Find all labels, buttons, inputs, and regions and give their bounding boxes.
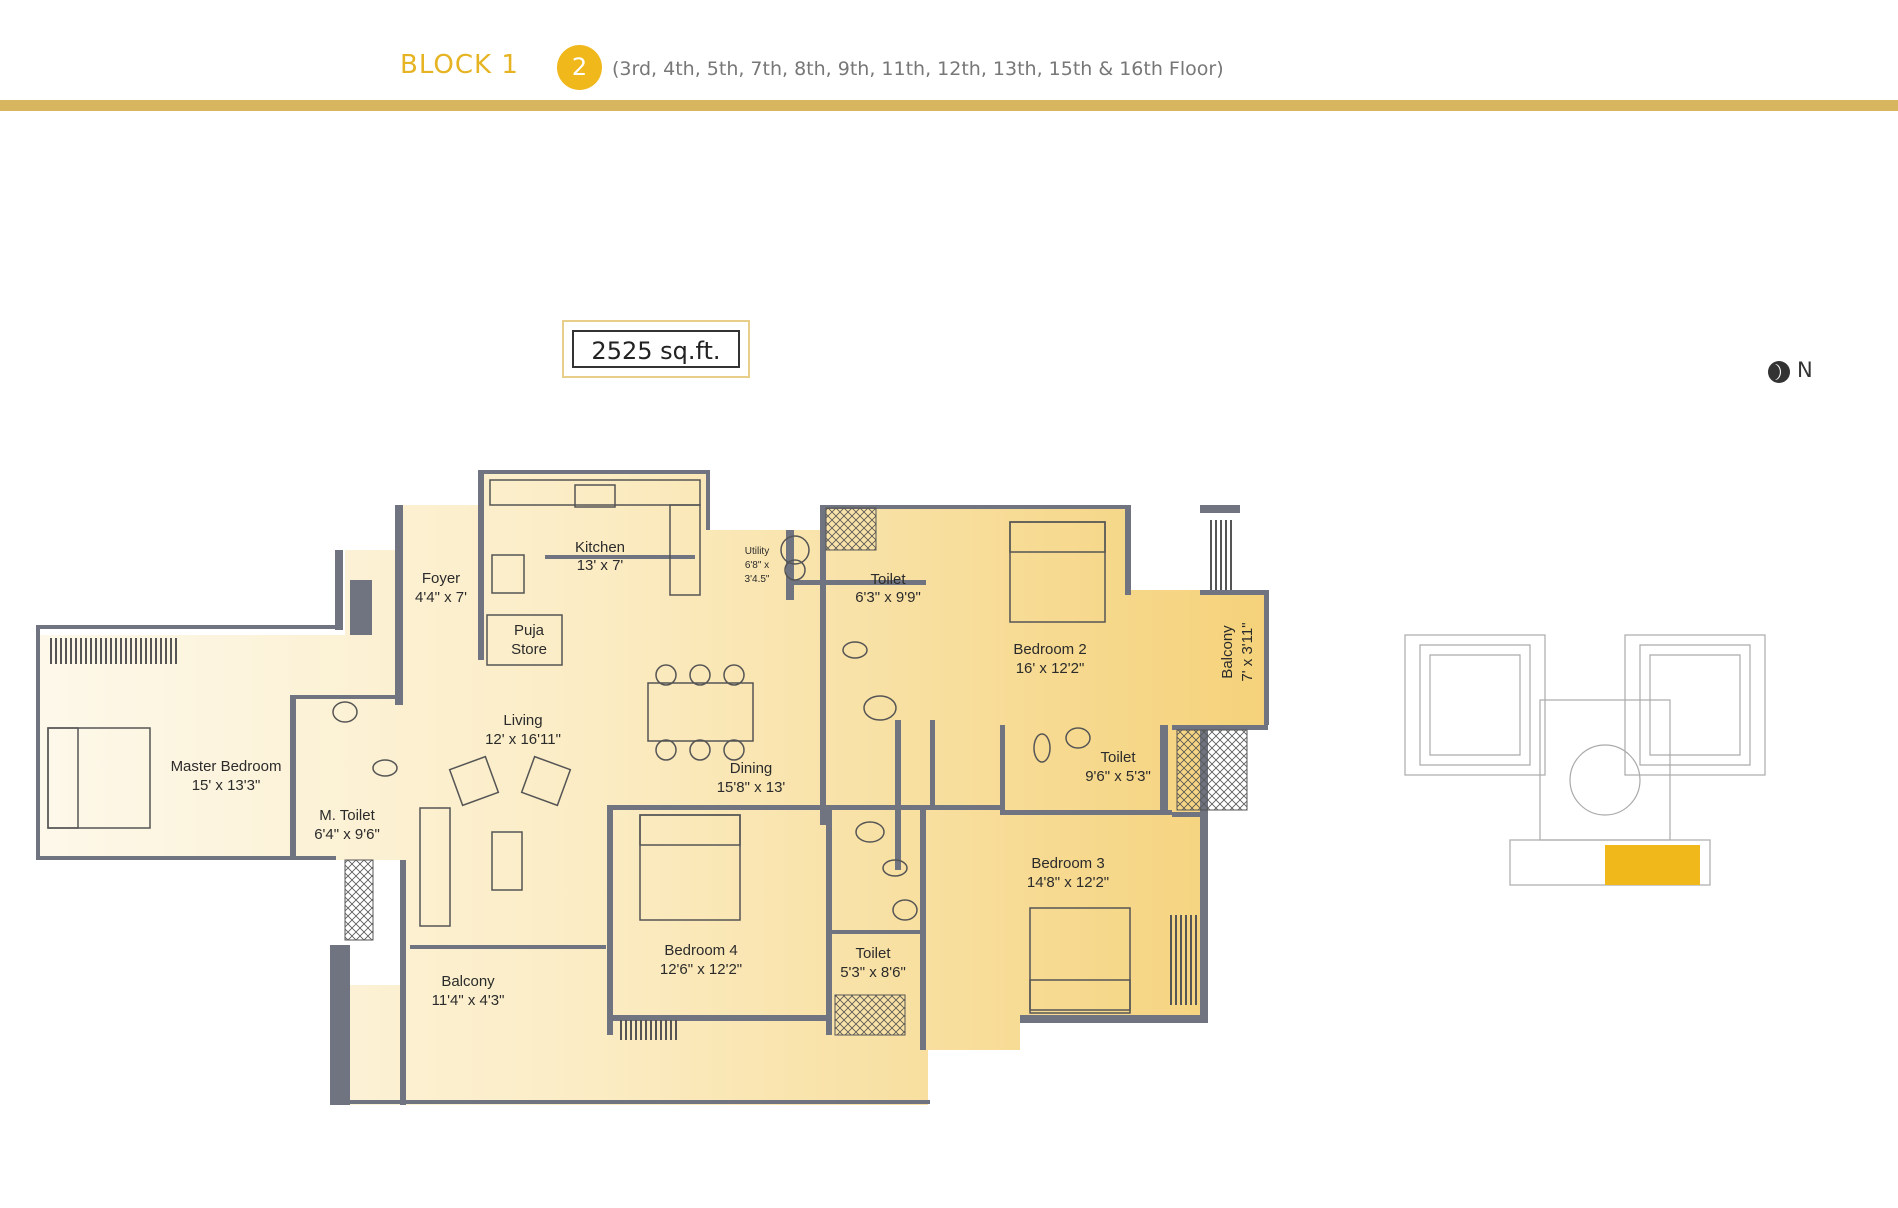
dining-name: Dining <box>730 760 773 777</box>
bed3-name: Bedroom 3 <box>1031 855 1104 872</box>
north-label: N <box>1797 358 1813 382</box>
mtoilet-name: M. Toilet <box>319 807 375 824</box>
utility-dim1: 6'8" x <box>745 560 769 571</box>
balcony1-name: Balcony <box>441 973 495 990</box>
windows <box>48 507 1248 1040</box>
unit-highlight <box>1605 845 1700 885</box>
balcony2-dim: 7' x 3'11" <box>1239 622 1256 681</box>
toilet1-name: Toilet <box>870 571 906 588</box>
floor-list: (3rd, 4th, 5th, 7th, 8th, 9th, 11th, 12t… <box>612 58 1224 80</box>
north-indicator: N <box>1767 358 1827 388</box>
foyer-name: Foyer <box>422 570 460 587</box>
toilet2-name: Toilet <box>1100 749 1136 766</box>
area-label: 2525 sq.ft. <box>572 330 740 368</box>
living-name: Living <box>503 712 542 729</box>
furniture <box>47 479 1131 1014</box>
toilet3-name: Toilet <box>855 945 891 962</box>
balcony2-name: Balcony <box>1219 625 1236 679</box>
master-dim: 15' x 13'3" <box>192 777 261 794</box>
header-divider <box>0 100 1898 111</box>
master-name: Master Bedroom <box>171 758 282 775</box>
bed2-name: Bedroom 2 <box>1013 641 1086 658</box>
toilet1-dim: 6'3" x 9'9" <box>855 589 921 606</box>
toilet2-dim: 9'6" x 5'3" <box>1085 768 1151 785</box>
balcony1-dim: 11'4" x 4'3" <box>432 992 505 1009</box>
utility-name: Utility <box>745 546 769 557</box>
room-labels: Foyer 4'4" x 7' Kitchen 13' x 7' Utility… <box>171 539 1256 1009</box>
bed4-name: Bedroom 4 <box>664 942 737 959</box>
plan-fill <box>40 470 1268 1105</box>
toilet3-dim: 5'3" x 8'6" <box>840 964 906 981</box>
area-box: 2525 sq.ft. <box>562 320 750 378</box>
compass-icon <box>1768 361 1790 383</box>
block-title: BLOCK 1 <box>400 50 519 80</box>
bed2-dim: 16' x 12'2" <box>1016 660 1085 677</box>
bed4-dim: 12'6" x 12'2" <box>660 961 742 978</box>
bed3-dim: 14'8" x 12'2" <box>1027 874 1109 891</box>
type-badge: 2 <box>557 45 602 90</box>
kitchen-name: Kitchen <box>575 539 625 556</box>
utility-dim2: 3'4.5" <box>745 574 770 585</box>
puja-name2: Store <box>511 641 547 658</box>
dining-dim: 15'8" x 13' <box>717 779 786 796</box>
puja-name1: Puja <box>514 622 545 639</box>
walls <box>36 470 1269 1105</box>
page-header: BLOCK 1 2 (3rd, 4th, 5th, 7th, 8th, 9th,… <box>0 0 1898 115</box>
living-dim: 12' x 16'11" <box>485 731 561 748</box>
key-plan <box>1404 634 1766 886</box>
kitchen-dim: 13' x 7' <box>577 557 624 574</box>
foyer-dim: 4'4" x 7' <box>415 589 467 606</box>
mtoilet-dim: 6'4" x 9'6" <box>314 826 380 843</box>
